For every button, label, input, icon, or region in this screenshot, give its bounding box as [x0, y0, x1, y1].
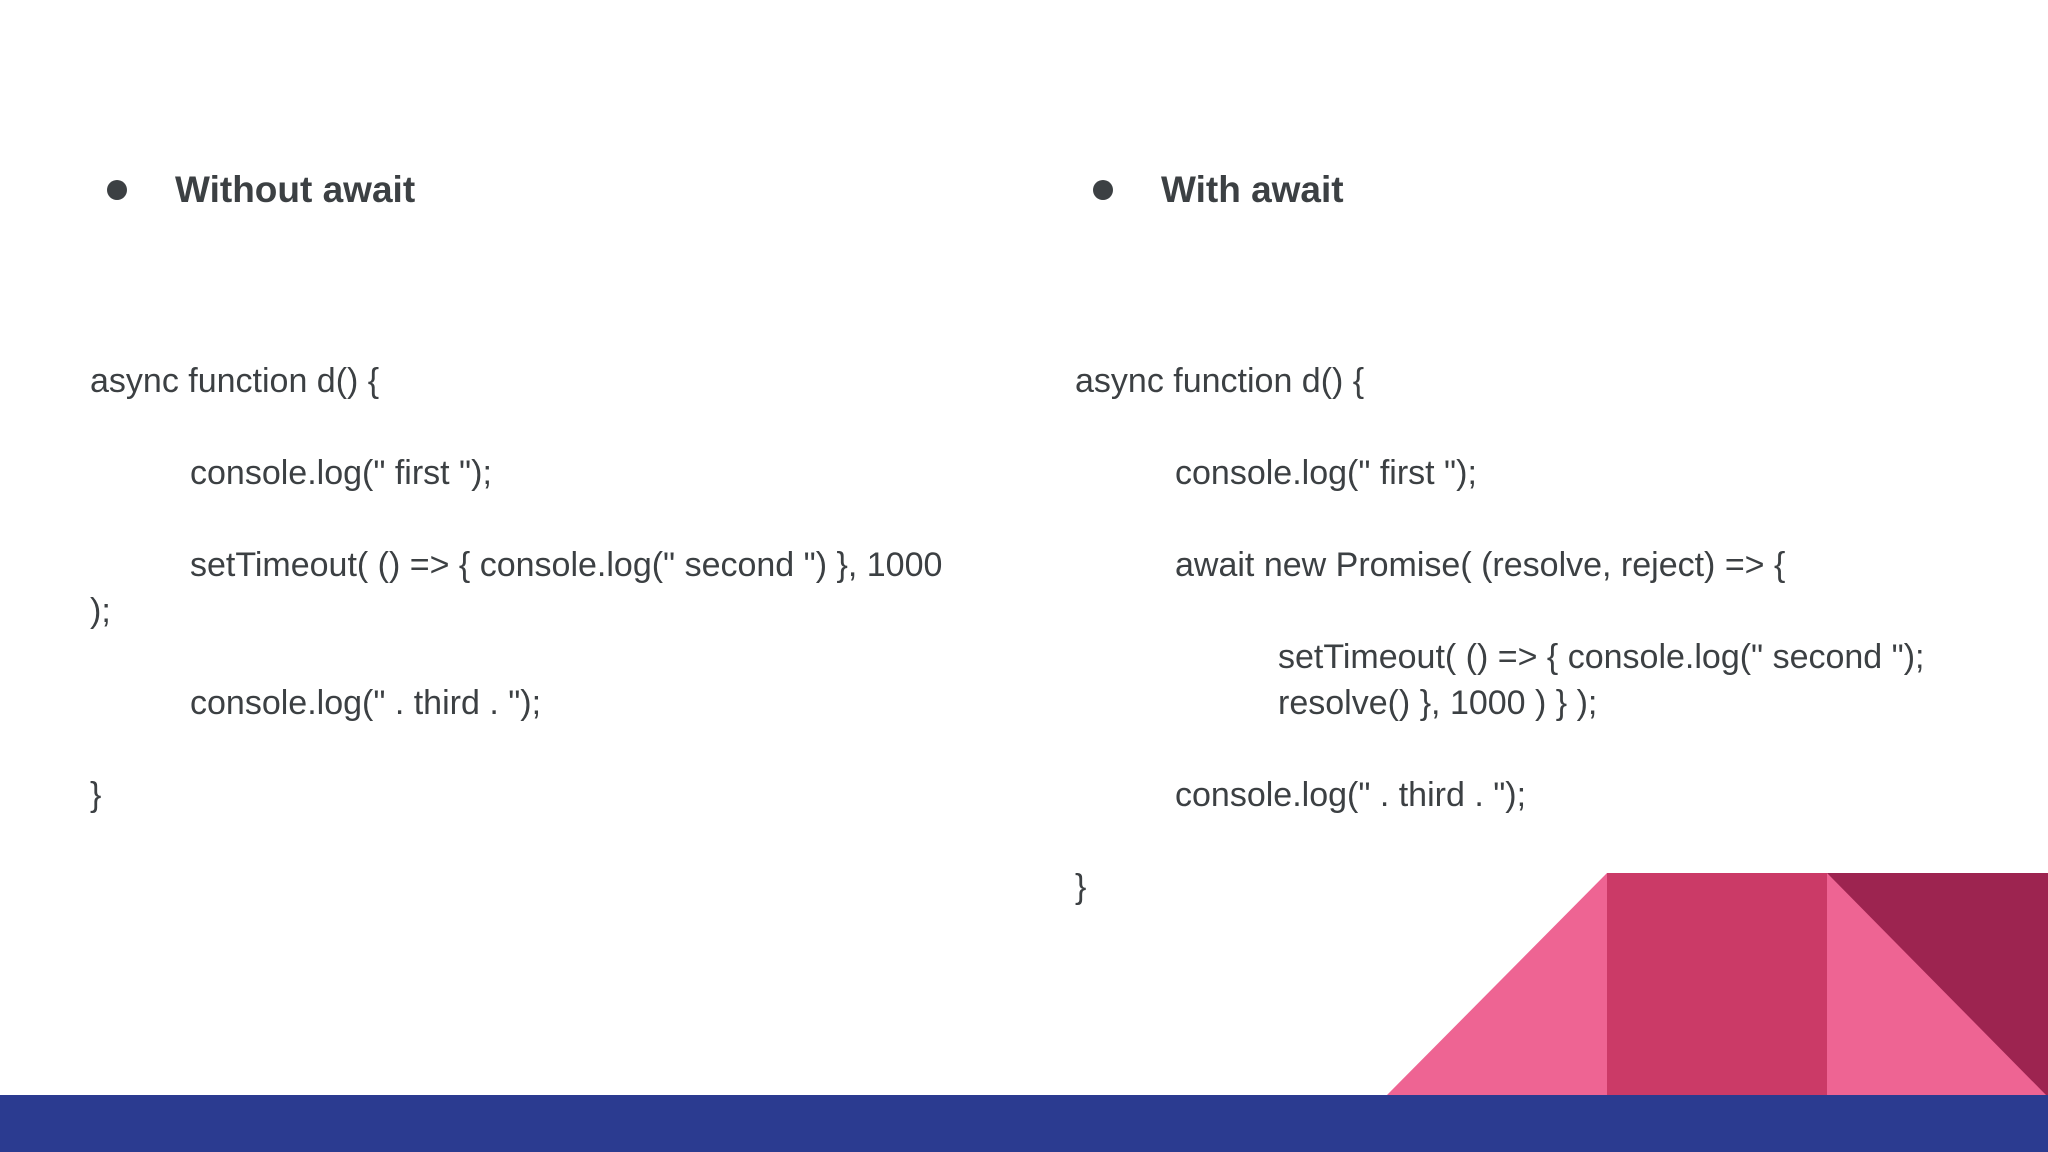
code-line: setTimeout( () => { console.log(" second…	[190, 546, 943, 584]
code-line: async function d() {	[1075, 362, 1365, 400]
column-heading-with-await: With await	[1161, 169, 1344, 210]
code-line: console.log(" first ");	[190, 454, 492, 492]
bullet-icon	[107, 180, 127, 200]
code-block-with-await: async function d() { console.log(" first…	[1075, 358, 2048, 910]
code-line: resolve() }, 1000 ) } );	[1278, 684, 1598, 722]
code-block-without-await: async function d() { console.log(" first…	[90, 358, 1070, 818]
code-line: console.log(" . third . ");	[190, 684, 542, 722]
code-line: async function d() {	[90, 362, 380, 400]
bullet-icon	[1093, 180, 1113, 200]
code-line: }	[1075, 868, 1087, 906]
column-heading-without-await: Without await	[175, 169, 416, 210]
code-line: );	[90, 592, 111, 630]
code-line: await new Promise( (resolve, reject) => …	[1175, 546, 1786, 584]
code-line: }	[90, 776, 102, 814]
code-line: setTimeout( () => { console.log(" second…	[1278, 638, 1925, 676]
code-line: console.log(" first ");	[1175, 454, 1477, 492]
footer-bar	[0, 1095, 2048, 1152]
code-line: console.log(" . third . ");	[1175, 776, 1527, 814]
